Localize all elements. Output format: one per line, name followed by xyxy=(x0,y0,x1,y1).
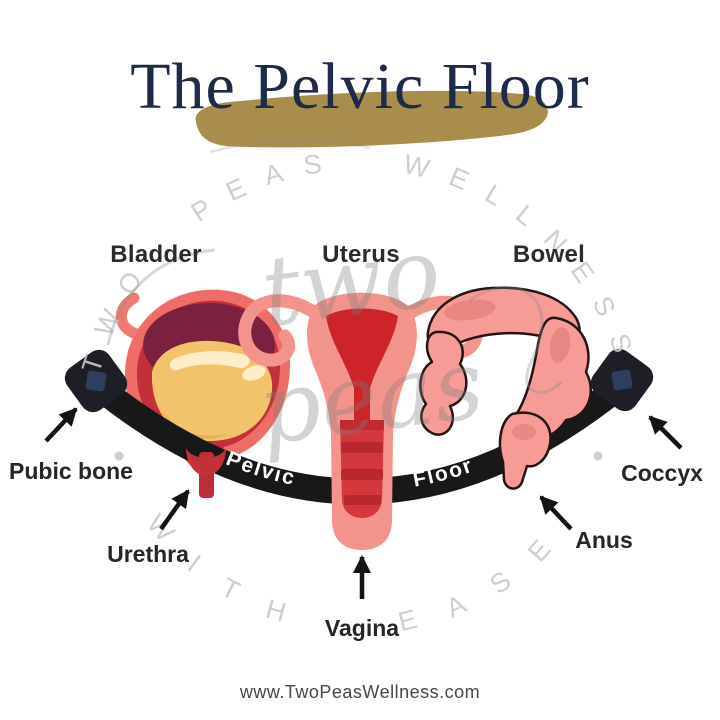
watermark-dot-right xyxy=(593,451,603,461)
canal-rib-2 xyxy=(341,469,383,480)
urethra-illustration xyxy=(186,448,226,498)
pubic-bone-marker xyxy=(64,349,128,413)
title-brush-stroke xyxy=(195,90,548,148)
label-bladder: Bladder xyxy=(110,241,201,268)
urethra-arrow xyxy=(159,489,190,531)
coccyx-marker xyxy=(590,348,654,412)
bladder-sac-shadow xyxy=(160,405,228,439)
bladder-highlight-small xyxy=(242,365,266,381)
label-pubic-bone: Pubic bone xyxy=(9,458,133,484)
canal-rib-3 xyxy=(344,495,381,505)
label-vagina: Vagina xyxy=(325,615,399,641)
watermark-script-two: two xyxy=(256,216,447,349)
watermark-swash-title xyxy=(209,138,371,154)
watermark-script-peas: peas xyxy=(253,328,490,467)
canal-rib-1 xyxy=(341,442,383,453)
label-coccyx: Coccyx xyxy=(621,460,703,486)
watermark-dot-left xyxy=(114,451,124,461)
label-urethra: Urethra xyxy=(107,541,189,567)
coccyx-arrow xyxy=(648,415,683,450)
annotation-arrows xyxy=(44,407,683,599)
bladder-highlight-large xyxy=(170,351,250,371)
website-url: www.TwoPeasWellness.com xyxy=(239,682,480,702)
fallopian-tube-left xyxy=(238,294,329,367)
label-bowel: Bowel xyxy=(513,241,585,268)
watermark-swash-left xyxy=(106,248,216,346)
bowel-sigmoid-anus xyxy=(498,411,552,490)
uterus-cavity xyxy=(326,308,398,430)
cervix-collar xyxy=(340,420,384,430)
pubic-bone-arrow xyxy=(44,407,78,443)
label-anus: Anus xyxy=(575,527,633,553)
anus-arrow xyxy=(539,495,573,531)
bowel-illustration xyxy=(419,286,592,490)
page-title: The Pelvic Floor xyxy=(130,50,590,123)
bowel-left-lobe xyxy=(419,330,468,436)
label-uterus: Uterus xyxy=(322,241,400,268)
watermark-swash-right xyxy=(469,285,564,394)
